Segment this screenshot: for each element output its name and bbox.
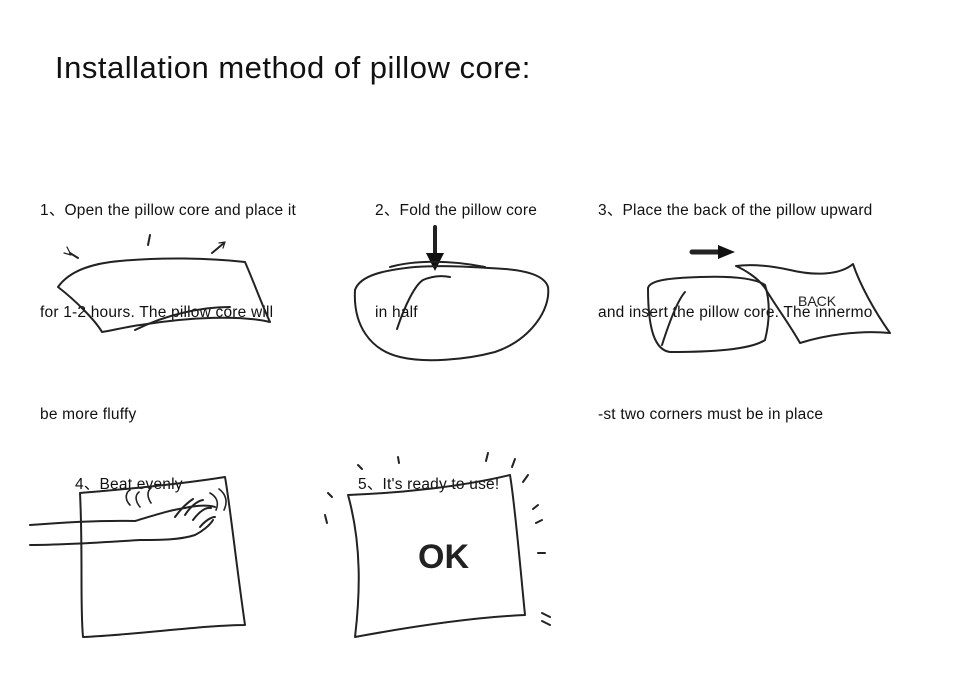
step-3-line: 3、Place the back of the pillow upward <box>598 194 873 228</box>
fold-pillow-illustration <box>345 225 575 370</box>
arm-icon <box>30 506 215 525</box>
back-label: BACK <box>798 293 837 309</box>
step-3-line: -st two corners must be in place <box>598 398 873 432</box>
fluff-mark-icon <box>148 235 150 245</box>
fluff-mark-icon <box>212 243 224 253</box>
step-2-line: 2、Fold the pillow core <box>375 194 537 228</box>
hand-fingers-icon <box>175 499 215 527</box>
step-1-line: 1、Open the pillow core and place it <box>40 194 296 228</box>
fold-line <box>397 276 450 329</box>
pillow-outline <box>58 258 270 332</box>
pillow-outline <box>80 477 245 637</box>
motion-mark-icon <box>126 488 151 507</box>
page-title: Installation method of pillow core: <box>55 50 531 86</box>
pillow-outline <box>355 266 548 360</box>
fluffy-pillow-illustration <box>40 225 280 340</box>
beat-pillow-illustration <box>25 465 255 650</box>
pillow-core-outline <box>648 277 769 352</box>
ok-label: OK <box>418 538 469 576</box>
ready-pillow-illustration: OK <box>320 445 570 660</box>
insert-core-illustration: BACK <box>640 240 900 360</box>
right-arrow-icon <box>718 245 735 259</box>
